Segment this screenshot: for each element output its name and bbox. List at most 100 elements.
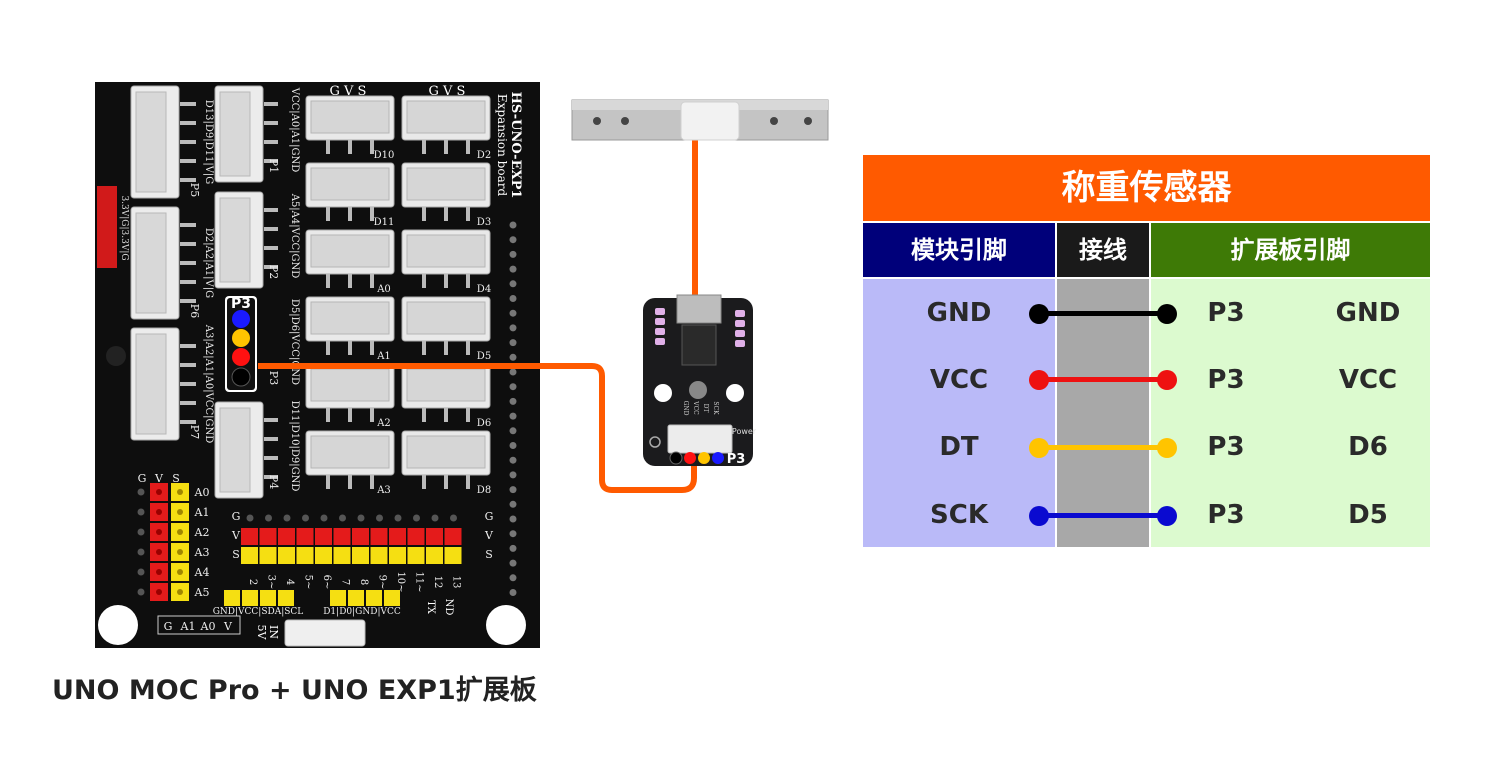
module-pin-column bbox=[863, 279, 1055, 547]
row-port: P3 bbox=[1207, 365, 1245, 395]
module-pin-label: VCC bbox=[692, 400, 699, 415]
bottom-left-label: A1 bbox=[180, 620, 196, 633]
wiring-column bbox=[1057, 279, 1149, 547]
p3-port-highlight: P3 bbox=[225, 296, 257, 392]
analog-row-label: A5 bbox=[194, 586, 210, 599]
header-wiring: 接线 bbox=[1057, 223, 1149, 277]
digital-gvs-label-right: V bbox=[484, 529, 494, 542]
connector-label: D2 bbox=[477, 150, 491, 161]
left-port-label: P6 bbox=[188, 304, 201, 318]
row-module-pin: DT bbox=[939, 432, 979, 462]
analog-gvs-header: G bbox=[138, 472, 147, 485]
expansion-board: 3.3V|G|3.3V|G D13|D9|D11|V|GP5D2|A2|A1|V… bbox=[95, 82, 540, 648]
digital-pin-number: 10~ bbox=[395, 571, 406, 592]
gvs-header-2: G V S bbox=[429, 84, 466, 99]
connector-label: D4 bbox=[477, 284, 491, 295]
digital-pin-number: 11~ bbox=[414, 571, 425, 592]
digital-gvs-label: V bbox=[231, 529, 241, 542]
connector-label: D8 bbox=[477, 485, 491, 496]
p3-pin-sck bbox=[232, 310, 250, 328]
p3-tag: P3 bbox=[231, 296, 251, 312]
digital-pin-number: 13 bbox=[451, 576, 462, 589]
wire-start-dot bbox=[1029, 506, 1049, 526]
row-port: P3 bbox=[1207, 432, 1245, 462]
analog-row-label: A4 bbox=[194, 566, 210, 579]
wire-end-dot bbox=[1157, 304, 1177, 324]
digital-gvs-label: S bbox=[232, 548, 240, 561]
load-cell bbox=[571, 99, 829, 141]
gvs-header-1: G V S bbox=[330, 84, 367, 99]
row-board-pin: GND bbox=[1335, 298, 1401, 328]
analog-row-label: A3 bbox=[194, 546, 210, 559]
digital-pin-number: 8 bbox=[358, 579, 369, 585]
p3-pin-vcc bbox=[232, 348, 250, 366]
wire-start-dot bbox=[1029, 438, 1049, 458]
module-pin-label: DT bbox=[702, 404, 709, 413]
digital-pin-number: 2 bbox=[247, 579, 258, 585]
row-module-pin: VCC bbox=[929, 365, 989, 395]
module-power-label: Power bbox=[732, 427, 757, 436]
module-pin-sck bbox=[712, 452, 724, 464]
module-pin-gnd bbox=[669, 451, 683, 465]
connector-label: A0 bbox=[376, 284, 391, 295]
bottom-left-label: A0 bbox=[200, 620, 216, 633]
module-pin-vcc bbox=[684, 452, 696, 464]
module-pin-dt bbox=[698, 452, 710, 464]
module-connector-tag: P3 bbox=[727, 452, 746, 467]
analog-row-label: A0 bbox=[194, 486, 210, 499]
left-port-pins: D2|A2|A1|V|G bbox=[203, 228, 214, 298]
mid-port-pins: A5|A4|VCC|GND bbox=[289, 193, 300, 279]
v-label: 5V bbox=[255, 625, 268, 641]
row-module-pin: GND bbox=[926, 298, 992, 328]
digital-gvs-label-right: S bbox=[485, 548, 493, 561]
module-pin-label: GND bbox=[682, 401, 689, 416]
wire-vcc bbox=[1037, 377, 1167, 382]
ext-pin-column bbox=[1151, 279, 1430, 547]
left-port-pins: A3|A2|A1|A0|VCC|GND bbox=[203, 324, 214, 443]
analog-gvs-header: S bbox=[172, 472, 180, 485]
uart-label: D1|D0|GND|VCC bbox=[323, 607, 401, 617]
connector-label: D10 bbox=[374, 150, 395, 161]
digital-pin-number: 5~ bbox=[303, 575, 314, 590]
board-name: HS-UNO-EXP1 bbox=[508, 92, 523, 199]
wire-end-dot bbox=[1157, 438, 1177, 458]
analog-row-label: A2 bbox=[194, 526, 210, 539]
left-port-label: P7 bbox=[188, 425, 201, 439]
wire-end-dot bbox=[1157, 370, 1177, 390]
wire-sck bbox=[1037, 513, 1167, 518]
wire-start-dot bbox=[1029, 304, 1049, 324]
bottom-left-label: V bbox=[223, 620, 233, 633]
left-port-pins: D13|D9|D11|V|G bbox=[203, 100, 214, 185]
mid-port-label: P3 bbox=[267, 371, 280, 385]
digital-pin-number: 3~ bbox=[266, 575, 277, 590]
connector-label: D11 bbox=[374, 217, 395, 228]
analog-gvs-header: V bbox=[154, 472, 164, 485]
power-header bbox=[97, 186, 117, 268]
wire-dt bbox=[1037, 445, 1167, 450]
wire-end-dot bbox=[1157, 506, 1177, 526]
analog-row-label: A1 bbox=[194, 506, 210, 519]
digital-gvs-label-right: G bbox=[485, 510, 494, 523]
digital-pin-number: 6~ bbox=[321, 575, 332, 590]
connector-label: A2 bbox=[376, 418, 391, 429]
mid-port-label: P1 bbox=[267, 159, 280, 173]
row-board-pin: D6 bbox=[1348, 432, 1388, 462]
cable-board-to-module bbox=[258, 363, 697, 493]
mid-port-pins: VCC|A0|A1|GND bbox=[289, 87, 300, 173]
connector-label: D5 bbox=[477, 351, 491, 362]
mid-port-pins: D5|D6|VCC|GND bbox=[289, 299, 300, 385]
power-header-label: 3.3V|G|3.3V|G bbox=[119, 195, 129, 260]
table-title: 称重传感器 bbox=[863, 155, 1430, 221]
p3-pin-dt bbox=[232, 329, 250, 347]
bottom-left-label: G bbox=[164, 620, 173, 633]
row-port: P3 bbox=[1207, 298, 1245, 328]
p3-pin-gnd bbox=[231, 367, 251, 387]
mid-port-label: P2 bbox=[267, 265, 280, 279]
left-port-label: P5 bbox=[188, 183, 201, 197]
digital-pin-number: 4 bbox=[284, 579, 295, 585]
connector-label: D6 bbox=[477, 418, 491, 429]
module-pin-label: SCK bbox=[712, 401, 719, 415]
board-caption: UNO MOC Pro + UNO EXP1扩展板 bbox=[52, 675, 537, 706]
wiring-table: 称重传感器 模块引脚 接线 扩展板引脚 GND P3 GND VCC P3 VC… bbox=[863, 155, 1430, 547]
